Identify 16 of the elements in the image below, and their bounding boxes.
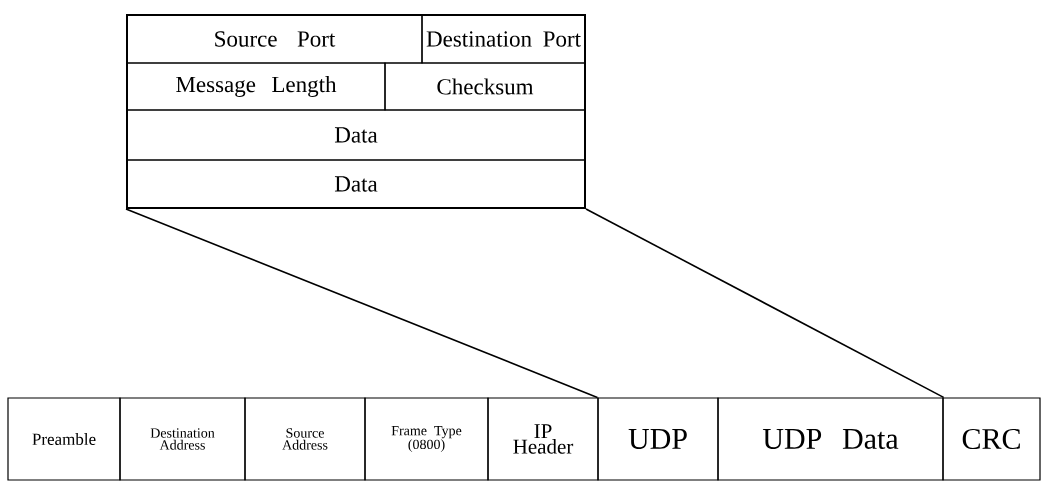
table-cell: Checksum bbox=[384, 62, 586, 111]
table-cell: Destination Port bbox=[421, 14, 586, 64]
connector-line bbox=[125, 208, 599, 399]
table-cell: UDP Data bbox=[717, 397, 944, 481]
table-cell: Preamble bbox=[7, 397, 121, 481]
table-cell: Frame Type (0800) bbox=[364, 397, 489, 481]
connector-line bbox=[585, 208, 945, 399]
table-cell: Source Port bbox=[126, 14, 423, 64]
table-cell: Data bbox=[126, 159, 586, 209]
table-cell: Source Address bbox=[244, 397, 366, 481]
table-cell: Destination Address bbox=[119, 397, 246, 481]
table-cell: CRC bbox=[942, 397, 1041, 481]
table-cell: Message Length bbox=[126, 62, 386, 111]
table-cell: IP Header bbox=[487, 397, 599, 481]
table-cell: Data bbox=[126, 109, 586, 161]
table-cell: UDP bbox=[597, 397, 719, 481]
